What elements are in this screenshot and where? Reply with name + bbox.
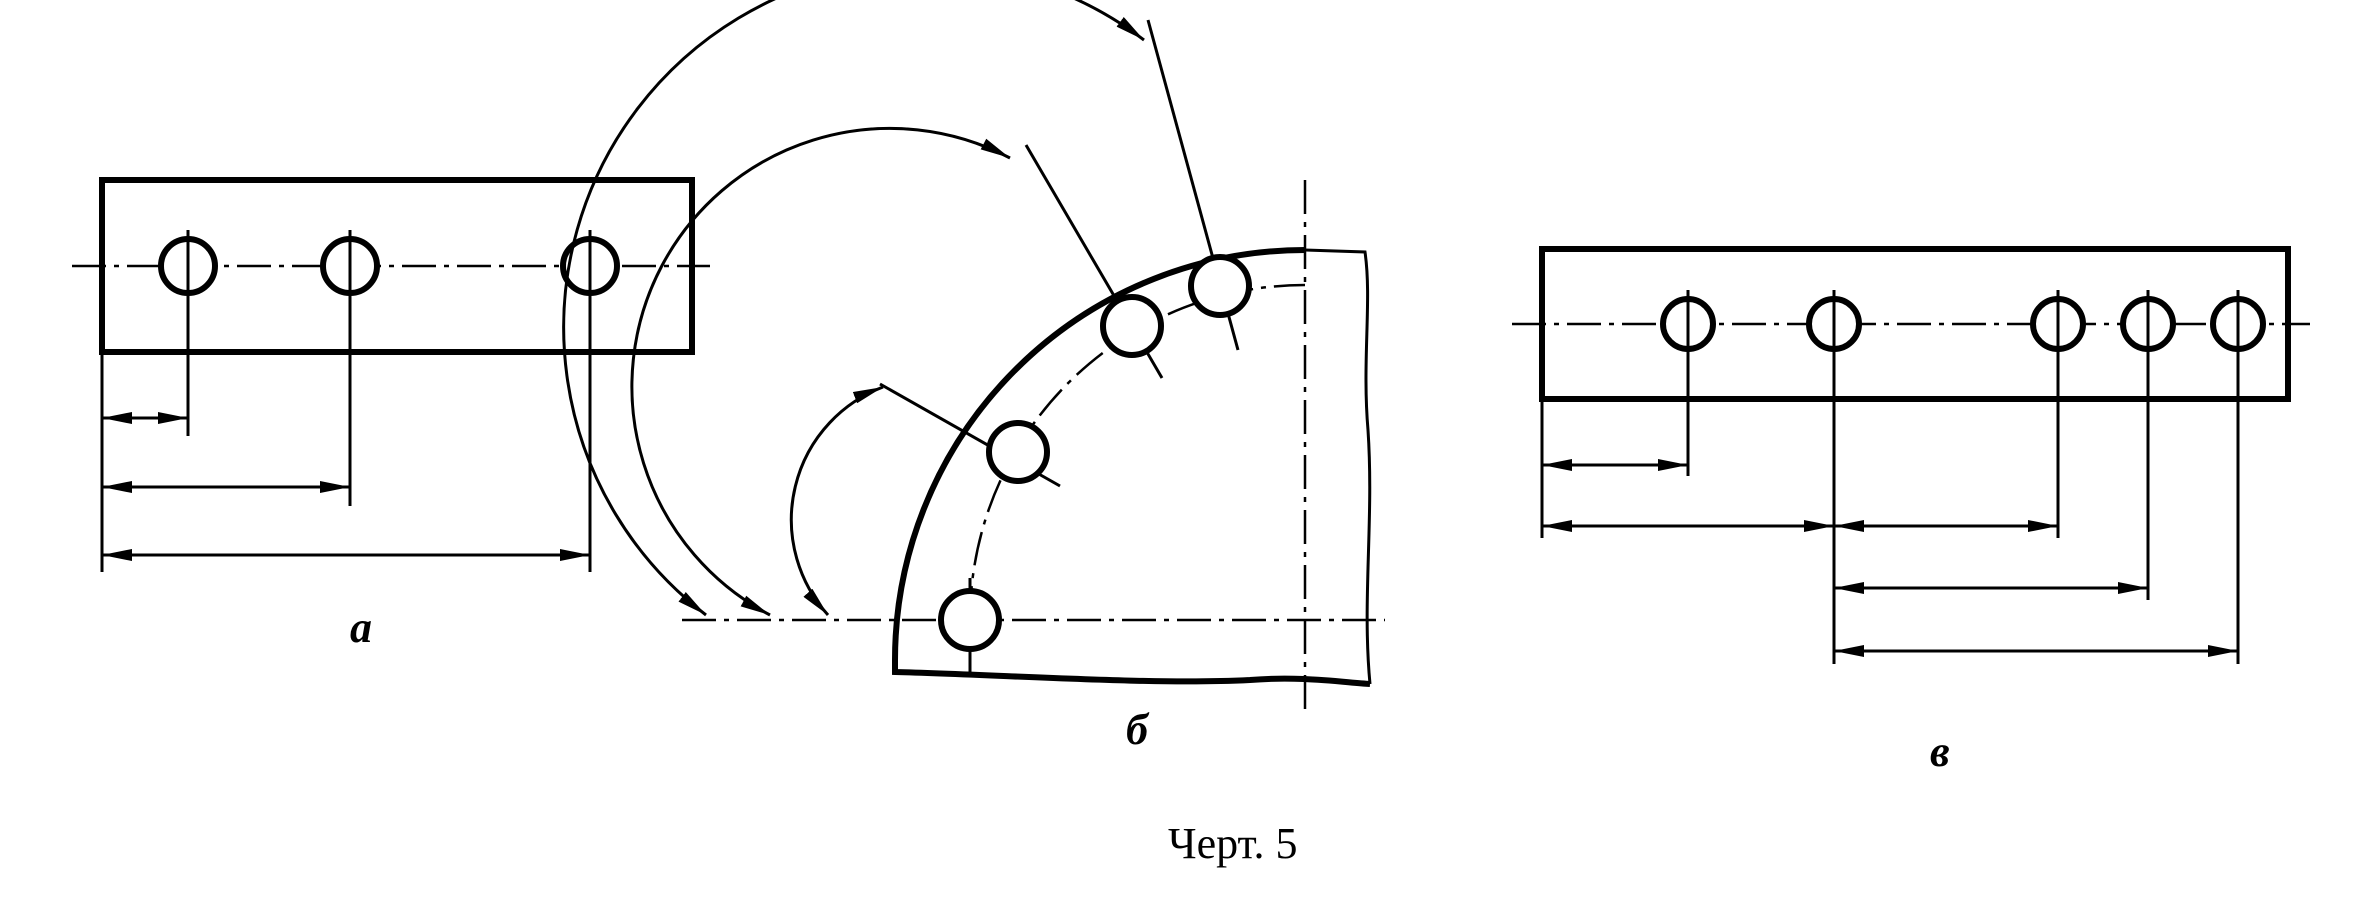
view-a-label: а [350,603,372,652]
view-a-drawing [72,177,710,572]
view-b-angle-dimension [630,126,1011,617]
figure-caption: Черт. 5 [1168,819,1298,868]
view-c-hole [1660,290,1716,476]
view-c-label: в [1930,727,1950,776]
view-b-angle-dimension [562,0,1145,617]
view-b-hole [938,578,1002,676]
view-b-inner-edge [892,660,1371,687]
view-b-label: б [1126,705,1148,754]
view-a-hole [560,230,620,572]
view-a-hole [320,230,380,506]
view-a-hole [158,230,218,436]
view-c-hole [2030,290,2086,538]
view-c-hole [2210,290,2266,664]
view-c-drawing [1512,246,2310,664]
view-b-break-line [1304,248,1372,685]
view-b-angle-dimension [789,385,884,617]
view-b-hole [1146,19,1252,351]
view-c-hole [1806,290,1862,664]
view-b-drawing [562,0,1385,710]
view-c-hole [2120,290,2176,600]
view-b-hole [879,382,1061,488]
